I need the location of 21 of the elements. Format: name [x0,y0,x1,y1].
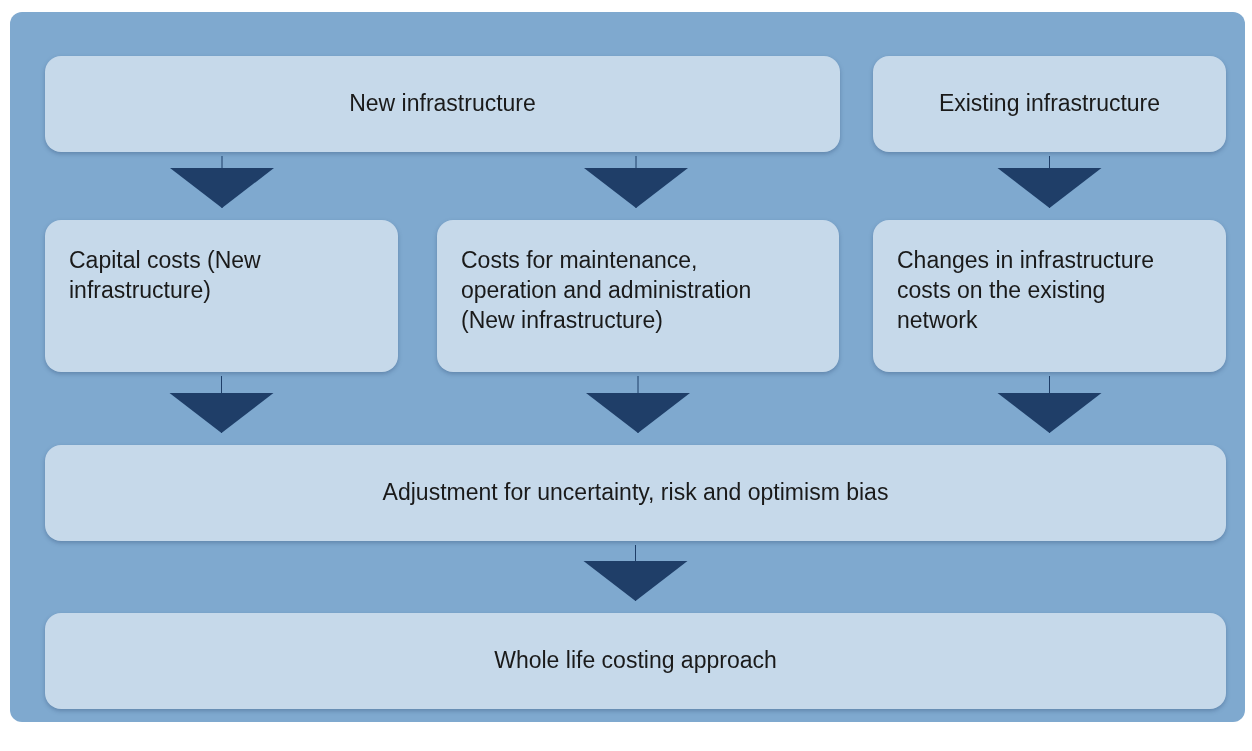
process-box [45,56,840,152]
process-box [45,220,398,372]
process-box [873,56,1226,152]
arrow [583,544,688,602]
process-box [45,445,1226,541]
box-label: Existing infrastructure [938,89,1161,119]
box-label: Changes in infrastructure costs on the existing network [897,247,1154,333]
box-label: Adjustment for uncertainty, risk and optimism bias [382,478,889,508]
box-label: New infrastructure [349,89,536,119]
process-box [873,220,1226,372]
process-box [45,613,1226,709]
box-label: Costs for maintenance, operation and administration (New infrastructure) [461,247,752,333]
box-label: Whole life costing approach [494,646,777,676]
arrow [997,155,1102,209]
arrow [170,155,274,209]
arrow [584,155,688,209]
process-box [437,220,839,372]
arrow [586,375,690,434]
arrow [169,375,274,434]
box-label: Capital costs (New infrastructure) [69,247,261,303]
arrow [997,375,1102,434]
